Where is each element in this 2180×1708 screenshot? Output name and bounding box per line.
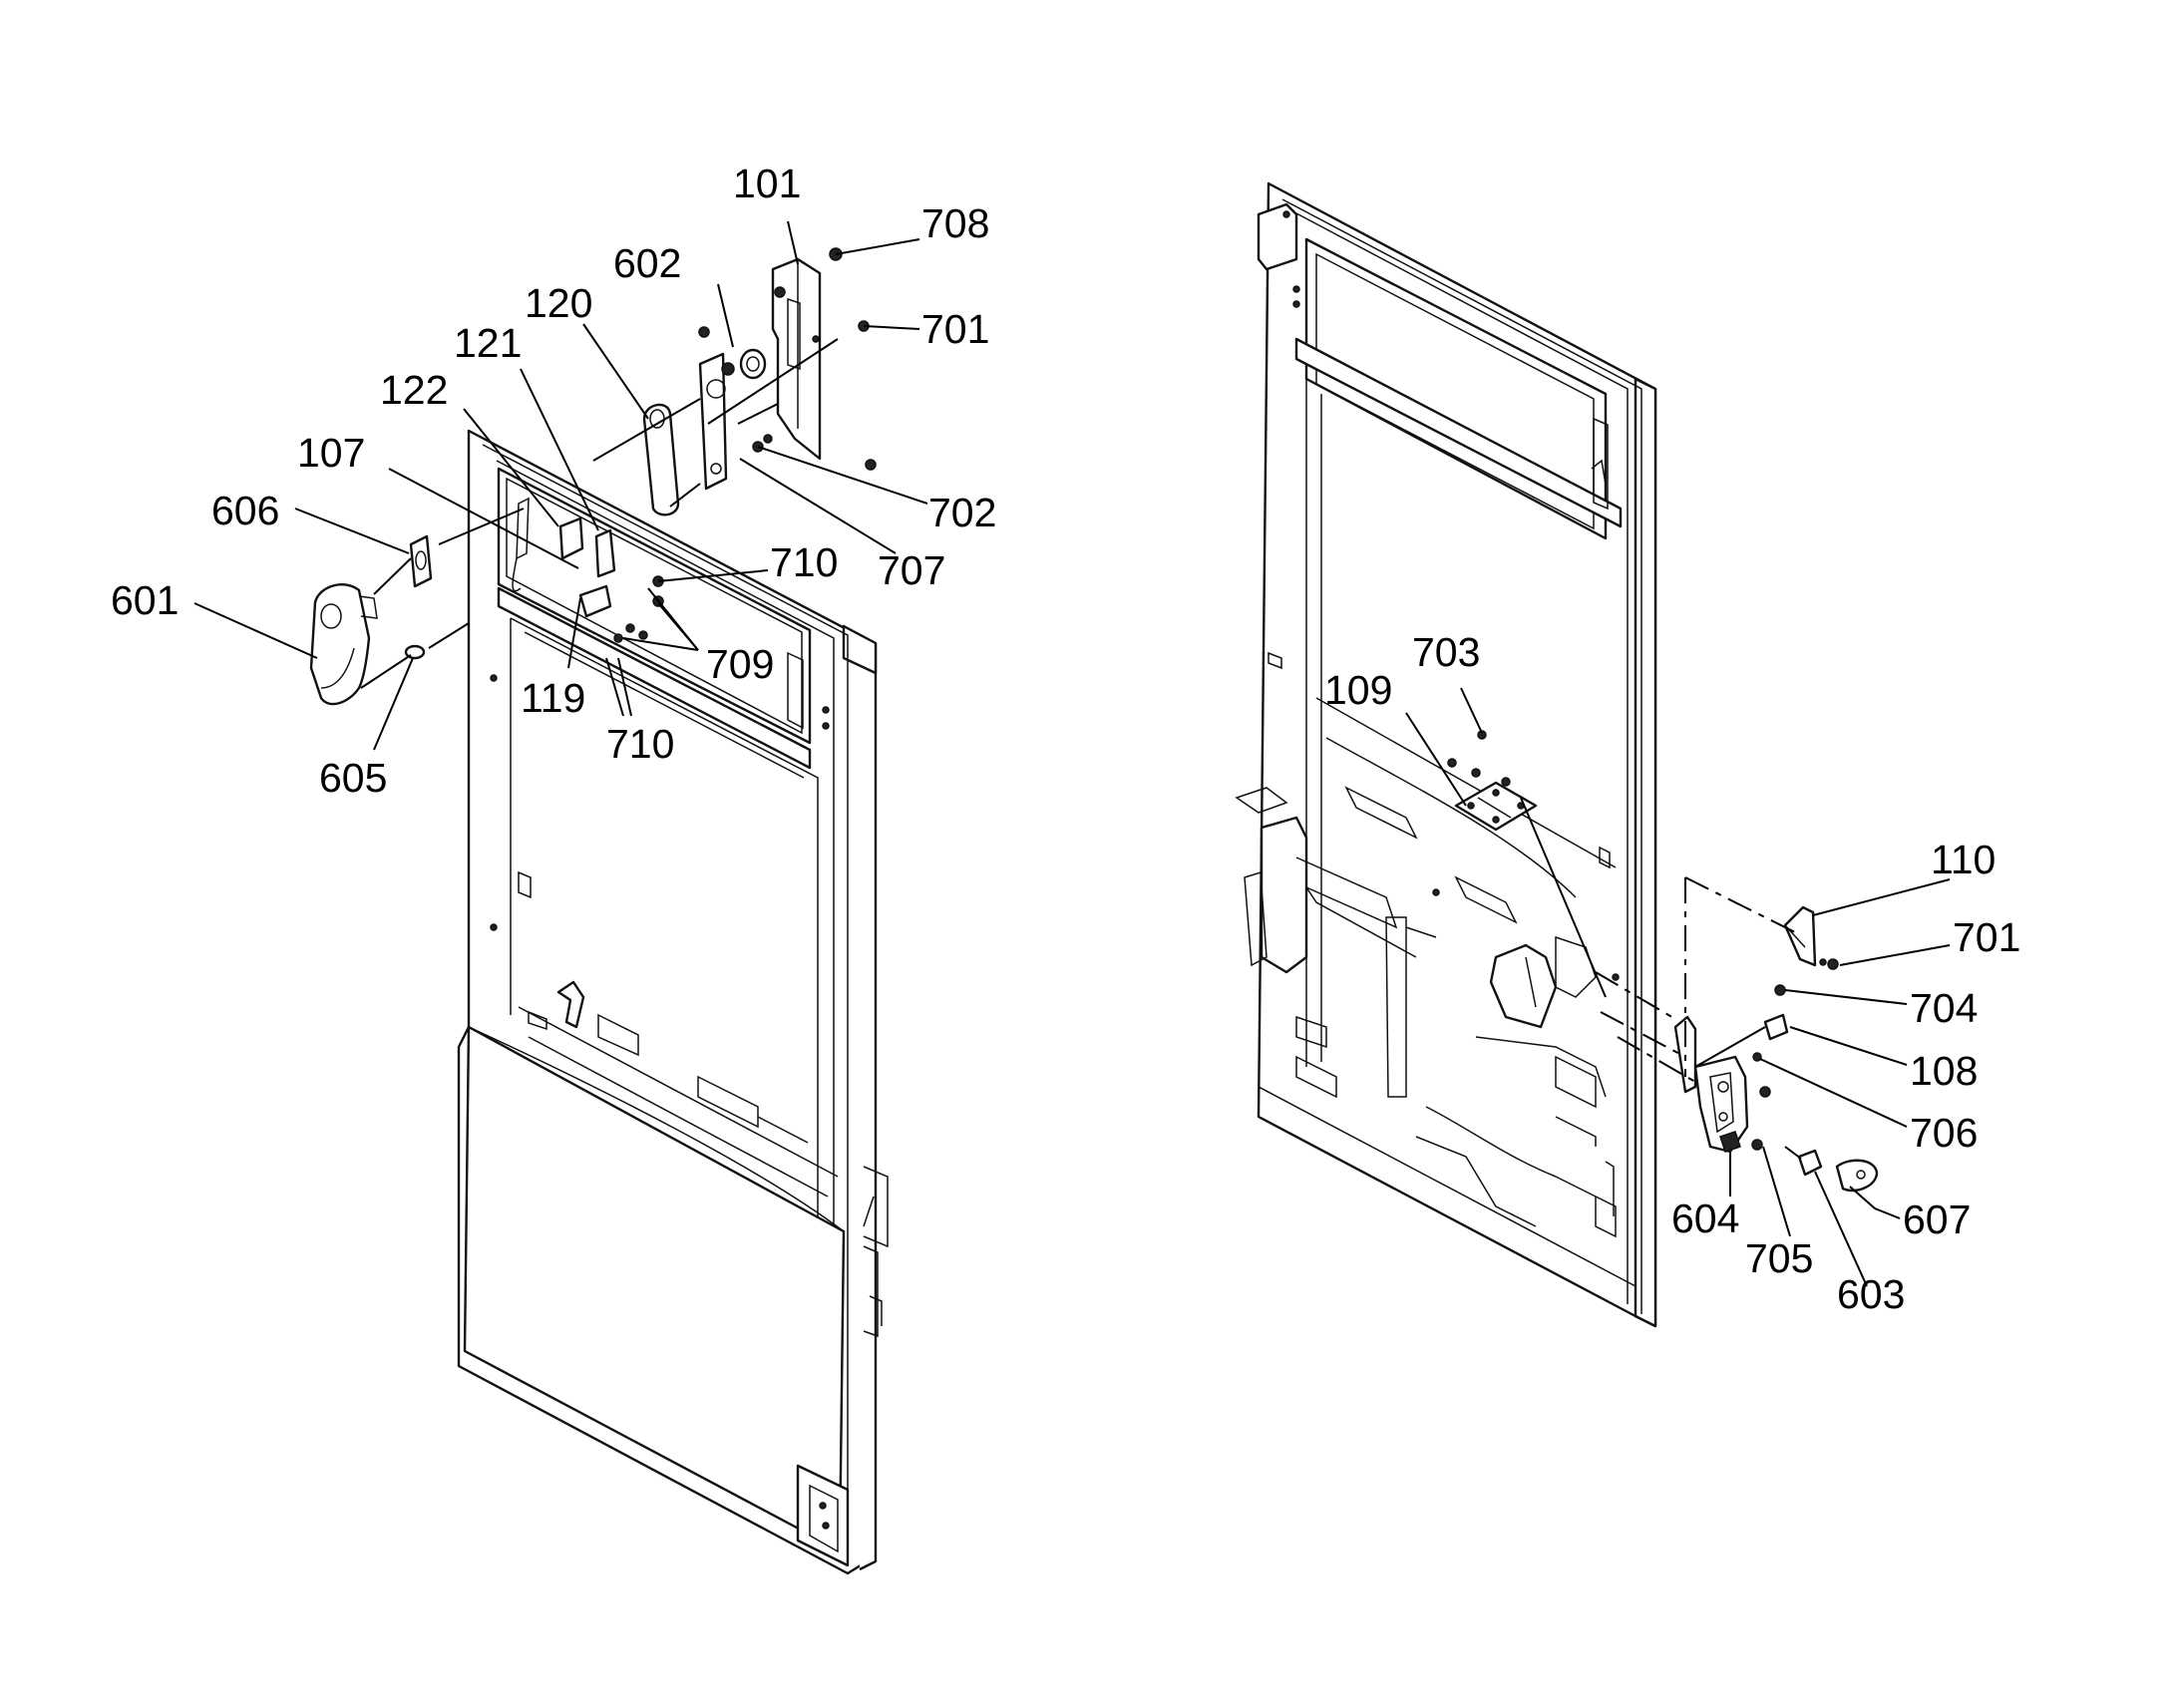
left-door-assembly: [457, 429, 889, 1575]
right-exploded-parts: [1447, 730, 1879, 1193]
callout-605: 605: [319, 755, 387, 801]
right-door-assembly: [1235, 181, 1657, 1328]
callout-107: 107: [297, 430, 365, 476]
part-110-bracket: [1783, 905, 1817, 967]
part-101-bracket: [771, 257, 822, 461]
part-122-bracket: [558, 516, 584, 560]
part-lock-lever: [1673, 1015, 1697, 1094]
callout-708: 708: [921, 200, 989, 246]
callout-601: 601: [111, 577, 179, 623]
callout-603: 603: [1837, 1271, 1905, 1317]
callout-709: 709: [706, 641, 774, 687]
callout-120: 120: [525, 280, 592, 326]
callout-705: 705: [1745, 1235, 1813, 1281]
left-door-latch: [556, 980, 585, 1029]
callout-109: 109: [1324, 667, 1392, 713]
callout-702: 702: [928, 490, 996, 535]
part-120-strap: [642, 403, 680, 516]
right-door-top-block: [1257, 202, 1298, 271]
part-603-cylinder: [1797, 1149, 1823, 1177]
callout-707: 707: [878, 547, 945, 593]
callout-122: 122: [380, 367, 448, 413]
callout-701-rear: 701: [1953, 914, 2020, 960]
callout-606: 606: [211, 488, 279, 533]
callout-706: 706: [1910, 1110, 1978, 1156]
callout-704: 704: [1910, 985, 1978, 1031]
right-leader-lines: [1405, 687, 1951, 1287]
part-121-bracket: [594, 528, 616, 578]
callout-701-front: 701: [921, 306, 989, 352]
callout-602: 602: [613, 240, 681, 286]
callout-607: 607: [1903, 1196, 1971, 1242]
callout-101: 101: [733, 161, 801, 206]
part-119-bracket: [578, 584, 612, 618]
left-door-cap: [842, 624, 878, 675]
right-door-mechanism: [1260, 816, 1308, 974]
callout-119: 119: [521, 675, 585, 721]
part-606-escutcheon: [409, 534, 433, 588]
part-109-plate: [1454, 781, 1538, 832]
callout-604: 604: [1671, 1196, 1739, 1241]
part-108-cylinder: [1763, 1013, 1789, 1041]
callout-110: 110: [1931, 837, 1996, 882]
callout-108: 108: [1910, 1048, 1978, 1094]
left-leader-lines: [193, 220, 928, 751]
callout-710-upper: 710: [770, 539, 838, 585]
callout-703: 703: [1412, 629, 1480, 675]
part-601-handle: [309, 583, 371, 706]
callout-710-lower: 710: [606, 721, 674, 767]
callout-labels: 101 708 602 120 701 121 122 107 606 601 …: [111, 161, 2020, 1317]
part-604-lock-body: [1693, 1055, 1749, 1154]
left-exploded-parts: [309, 247, 877, 706]
callout-121: 121: [454, 320, 522, 366]
